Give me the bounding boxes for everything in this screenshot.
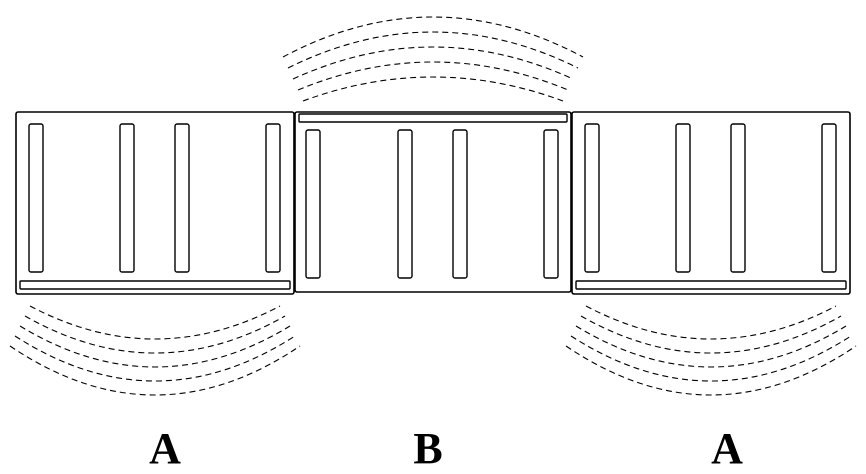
- wave-top-2: [287, 31, 579, 69]
- label-center: B: [413, 424, 442, 473]
- wave-top-1: [282, 16, 584, 58]
- label-right: A: [711, 424, 743, 473]
- panel-left-slot-2: [119, 123, 135, 273]
- wave-left-5: [9, 345, 301, 396]
- wave-right-5: [565, 345, 857, 396]
- wave-group-right: [565, 305, 857, 396]
- wave-left-1: [29, 305, 281, 340]
- wave-top-4: [297, 61, 569, 91]
- wave-right-1: [585, 305, 837, 340]
- panel-center-slot-2: [397, 129, 413, 279]
- panel-center-slot-3: [452, 129, 468, 279]
- wave-top-3: [292, 46, 574, 80]
- wave-left-3: [19, 325, 291, 368]
- panel-right-slot-3: [730, 123, 746, 273]
- wave-top-5: [302, 76, 564, 102]
- panel-right-slot-2: [675, 123, 691, 273]
- panel-center-slot-4: [543, 129, 559, 279]
- panel-center-frame: [294, 111, 572, 293]
- wave-right-4: [570, 335, 852, 382]
- panel-left-bottom-bar: [19, 280, 291, 290]
- panel-left-slot-3: [174, 123, 190, 273]
- panel-center-top-bar: [298, 113, 568, 123]
- panel-left-slot-4: [265, 123, 281, 273]
- panel-right-frame: [571, 111, 851, 295]
- wave-right-3: [575, 325, 847, 368]
- panel-left-frame: [15, 111, 295, 295]
- wave-group-top: [282, 16, 584, 102]
- panel-right-slot-4: [821, 123, 837, 273]
- panel-center-slot-1: [305, 129, 321, 279]
- panel-left-slot-1: [28, 123, 44, 273]
- wave-left-4: [14, 335, 296, 382]
- label-left: A: [149, 424, 181, 473]
- panel-left: [15, 111, 295, 295]
- panel-center: [294, 111, 572, 293]
- panel-right-slot-1: [584, 123, 600, 273]
- panel-right-bottom-bar: [575, 280, 847, 290]
- wave-group-left: [9, 305, 301, 396]
- panel-right: [571, 111, 851, 295]
